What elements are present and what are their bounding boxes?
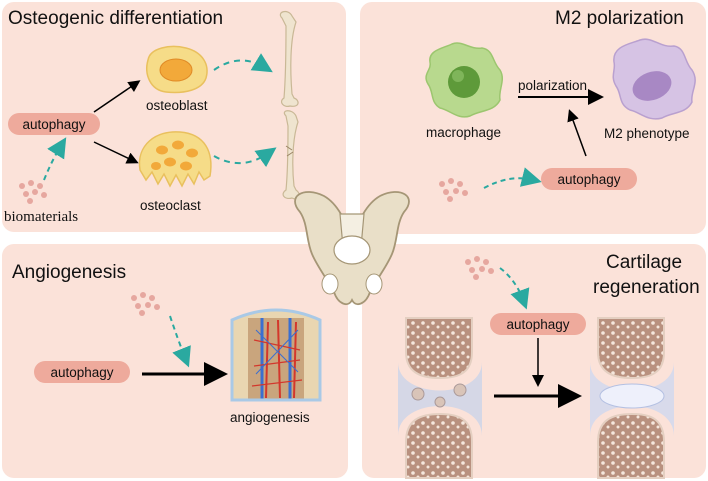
biomaterial-particles-icon xyxy=(19,180,47,204)
macrophage-icon xyxy=(425,42,503,118)
arrow-to-osteoclast xyxy=(93,141,139,164)
autophagy-to-polarization-arrow xyxy=(567,109,587,157)
cartilage-particles-icon xyxy=(465,256,494,280)
arrow-to-osteoblast xyxy=(93,80,141,113)
dashed-arrow-biomaterials xyxy=(43,137,67,181)
osteogenic-autophagy-pill: autophagy xyxy=(8,113,100,135)
osteogenic-title: Osteogenic differentiation xyxy=(8,8,224,29)
dashed-arrow-cartilage xyxy=(499,267,530,310)
osteoclast-label: osteoclast xyxy=(140,198,201,213)
pelvis-icon xyxy=(294,191,410,306)
macrophage-label: macrophage xyxy=(426,125,502,140)
osteoblast-cell-icon xyxy=(146,45,208,94)
m2-particles-icon xyxy=(439,178,468,202)
bone-icon-top xyxy=(279,10,299,107)
polarization-label: polarization xyxy=(518,78,588,93)
dashed-arrow-angio xyxy=(169,315,191,368)
angio-particles-icon xyxy=(131,292,160,316)
cartilage-title-line2: regeneration xyxy=(593,277,700,298)
cartilage-title-line1: Cartilage xyxy=(606,252,683,273)
damaged-joint-icon xyxy=(398,317,482,479)
dashed-arrow-m2 xyxy=(483,167,542,189)
dashed-arrow-osteoclast xyxy=(213,147,277,168)
angiogenesis-caption: angiogenesis xyxy=(230,410,310,425)
m2-phenotype-icon xyxy=(612,38,696,120)
osteoblast-label: osteoblast xyxy=(146,98,208,113)
angiogenesis-title: Angiogenesis xyxy=(12,262,127,283)
m2-title: M2 polarization xyxy=(555,8,684,29)
osteoclast-cell-icon xyxy=(138,131,212,188)
cartilage-autophagy-pill: autophagy xyxy=(490,313,586,335)
angio-autophagy-pill: autophagy xyxy=(34,361,130,383)
bone-vessel-icon xyxy=(230,308,322,402)
m2-phenotype-label: M2 phenotype xyxy=(604,126,690,141)
healthy-joint-icon xyxy=(590,317,674,479)
bone-icon-bottom xyxy=(282,110,301,200)
dashed-arrow-osteoblast xyxy=(213,53,273,73)
biomaterials-label: biomaterials xyxy=(4,209,79,225)
m2-autophagy-pill: autophagy xyxy=(541,168,637,190)
